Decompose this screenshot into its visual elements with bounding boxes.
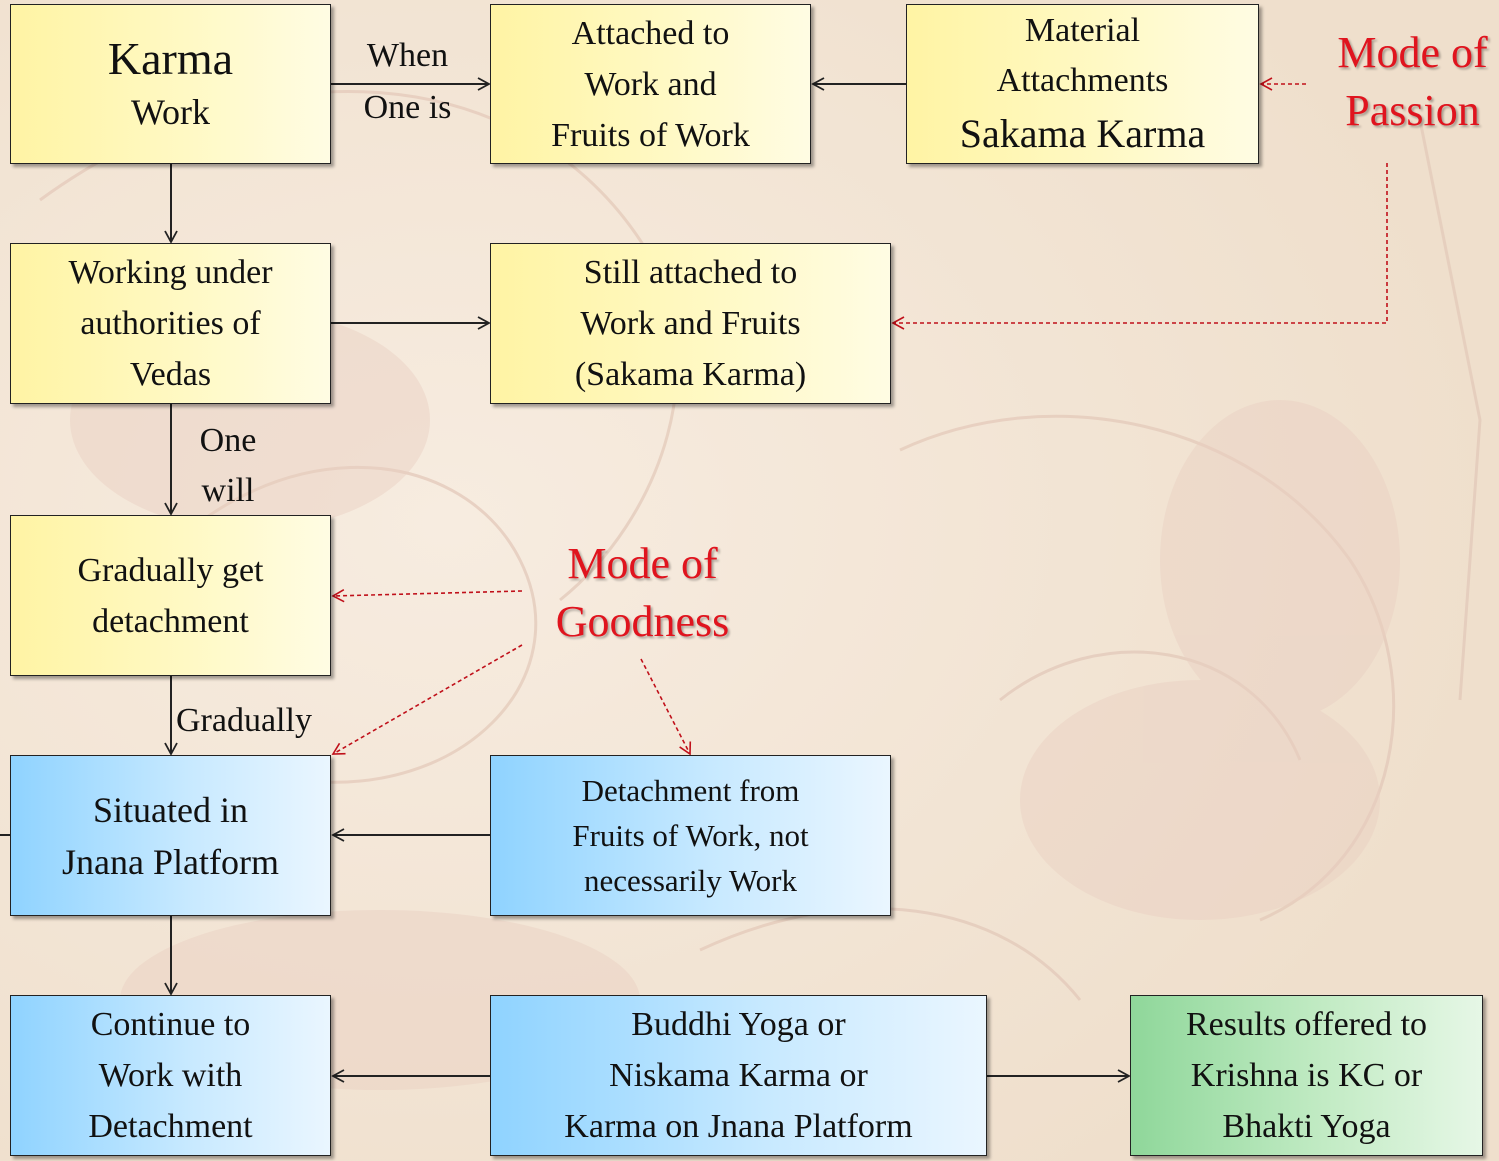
buddhi-text: Buddhi Yoga or Niskama Karma or Karma on… [564,1006,913,1145]
results-krishna-box: Results offered to Krishna is KC or Bhak… [1130,995,1483,1156]
buddhi-yoga-box: Buddhi Yoga or Niskama Karma or Karma on… [490,995,987,1156]
material-attachments-box: Material Attachments Sakama Karma [906,4,1259,164]
gradually-detachment-box: Gradually get detachment [10,515,331,676]
mode-of-goodness-label: Mode of Goodness [555,539,730,646]
label-one-will: One will [199,422,257,509]
continue-detachment-box: Continue to Work with Detachment [10,995,331,1156]
karma-subtitle: Work [130,92,211,132]
detachment-fruits-box: Detachment from Fruits of Work, not nece… [490,755,891,916]
mode-of-passion-label: Mode of Passion [1337,28,1488,135]
gradually-detach-text: Gradually get detachment [77,551,264,640]
detachment-fruits-text: Detachment from Fruits of Work, not nece… [572,773,809,898]
working-text: Working under authorities of Vedas [68,254,273,393]
situated-text: Situated in Jnana Platform [62,789,279,882]
still-attached-box: Still attached to Work and Fruits (Sakam… [490,243,891,404]
situated-jnana-box: Situated in Jnana Platform [10,755,331,916]
results-text: Results offered to Krishna is KC or Bhak… [1185,1006,1428,1145]
karma-box: Karma Work [10,4,331,164]
label-when-one-is: When One is [363,37,452,126]
attached-box: Attached to Work and Fruits of Work [490,4,811,164]
karma-title: Karma [107,33,234,84]
label-gradually: Gradually [176,702,312,739]
material-line1: Material [1024,12,1141,49]
still-text: Still attached to Work and Fruits (Sakam… [574,254,807,393]
continue-text: Continue to Work with Detachment [88,1006,253,1145]
material-line3: Sakama Karma [959,111,1206,156]
material-line2: Attachments [996,62,1169,99]
working-under-vedas-box: Working under authorities of Vedas [10,243,331,404]
attached-text: Attached to Work and Fruits of Work [551,14,750,154]
